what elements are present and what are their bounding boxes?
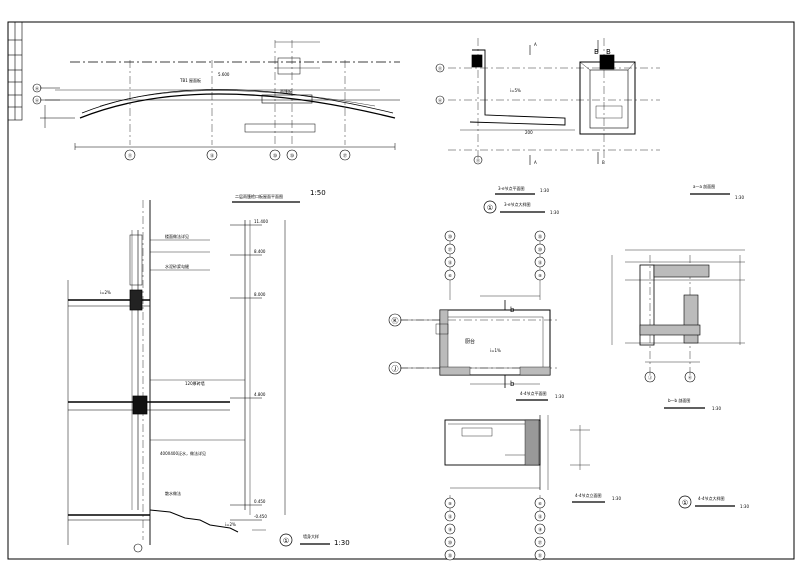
plan-top-axis-bubbles	[444, 230, 546, 281]
plan-cut-bottom: b	[510, 380, 515, 388]
elev-axis-l5: ㉟	[448, 552, 452, 558]
elev-axis-r4: ㉗	[538, 539, 542, 545]
plan-cut-top: b	[510, 306, 515, 314]
canopy-note-left: TB1 屋面板	[179, 77, 201, 83]
elev-axis-l2: ⑮	[448, 513, 452, 519]
elev-bottom-axis-bubbles	[444, 497, 546, 561]
plan-scale: 1:30	[555, 394, 564, 399]
section-b-label-2: B	[606, 48, 611, 56]
detail-3e-scale: 1:30	[550, 210, 559, 215]
elev-axis-r2: ⑮	[538, 513, 542, 519]
section-a-title: 3-e节点平面图	[498, 185, 524, 191]
canopy-axis-4: ⑳	[290, 152, 294, 158]
wall-detail-num: ①	[283, 537, 289, 545]
canopy-row-axis-1: Ⓗ	[35, 85, 39, 91]
plan-top-axis-r1: ㉟	[538, 233, 542, 239]
bb-detail-marker	[678, 495, 692, 509]
elev-axis-l1: ⑨	[448, 501, 452, 506]
detail-3e-num: ①	[487, 204, 493, 212]
section-a-row-axis-2: Ⓐ	[438, 97, 442, 103]
wall-section	[67, 200, 286, 553]
section-bb	[611, 249, 745, 383]
section-a-slope: i=5%	[510, 88, 521, 93]
elevation-4-4	[444, 415, 590, 520]
canopy-axis-3: ⑳	[273, 152, 277, 158]
plan-top-axis-l1: ㉚	[448, 233, 452, 239]
canopy-row-axis-2: Ⓐ	[35, 97, 39, 103]
plan-top-axis-l2: ㉗	[448, 246, 452, 252]
canopy-axis-bubbles	[124, 149, 351, 161]
wall-slope-1: i=2%	[100, 290, 111, 295]
plan-title: 4-4节点平面图	[520, 390, 547, 396]
wall-section-title: 墙身大样	[303, 533, 319, 539]
elev-axis-r3: ⑱	[538, 526, 542, 532]
wall-elevation-5: 0.450	[254, 499, 266, 504]
bb-detail-title: 4-4节点大样图	[698, 495, 725, 501]
detail-marker-3e	[483, 200, 497, 214]
wall-detail-marker	[279, 533, 293, 547]
plan-4-4	[388, 240, 560, 388]
section-a-label-1: A	[534, 42, 537, 47]
section-a-dim: 200	[525, 130, 533, 135]
section-b-label-3: B	[602, 160, 605, 165]
wall-note-5: 400X400泛水，做法详见	[160, 450, 206, 456]
plan-top-axis-r2: ㉚	[538, 246, 542, 252]
elev-axis-r5: ㉛	[538, 552, 542, 558]
wall-slope-2: i=2%	[225, 522, 236, 527]
bb-detail-scale: 1:30	[740, 504, 749, 509]
canopy-axis-2: ⑮	[210, 152, 214, 158]
plan-slope: i=1%	[490, 348, 501, 353]
section-b-label-1: B	[594, 48, 599, 56]
section-a-row-axis-3: ⑪	[476, 157, 480, 163]
section-ab	[435, 38, 660, 165]
wall-note-3: 120厚砖墙	[185, 380, 205, 386]
section-aa-title: a—a 剖面图	[693, 183, 715, 189]
wall-elevation-3: 8.000	[254, 292, 266, 297]
plan-top-axis-l3: ⑮	[448, 259, 452, 265]
canopy-plan	[32, 40, 400, 150]
wall-elevation-1: 11.400	[254, 219, 268, 224]
section-a-label-2: A	[534, 160, 537, 165]
plan-top-axis-r3: ⑮	[538, 259, 542, 265]
wall-elevation-6: -0.450	[254, 514, 267, 519]
plan-side-axis-j: Ⓙ	[392, 365, 399, 373]
bb-detail-num: ①	[682, 499, 688, 507]
section-a-row-axis-1: ⑪	[438, 65, 442, 71]
elev-title: 4-4节点立面图	[575, 492, 602, 498]
canopy-axis-5: ㉗	[343, 152, 347, 158]
wall-elevation-2: 8.400	[254, 249, 266, 254]
wall-section-scale: 1:30	[334, 539, 350, 547]
elev-axis-l4: ㉚	[448, 539, 452, 545]
wall-note-4: 散水做法	[165, 490, 181, 496]
canopy-elevation: 5.600	[218, 72, 230, 77]
canopy-note-mid: 雨篷板	[280, 88, 292, 94]
plan-room-label: 厨台	[465, 338, 475, 345]
sheet-border	[7, 21, 795, 560]
wall-note-1: 楼面做法详见	[165, 233, 189, 239]
elev-axis-r1: ⑥	[538, 501, 542, 506]
wall-note-2: 水泥砂浆勾缝	[165, 263, 189, 269]
section-a-scale: 1:30	[540, 188, 549, 193]
elev-axis-l3: ⑱	[448, 526, 452, 532]
bb-title: b—b 剖面图	[668, 397, 690, 403]
section-aa-scale: 1:30	[735, 195, 744, 200]
canopy-plan-scale: 1:50	[310, 189, 326, 197]
title-block	[7, 21, 23, 121]
elev-scale: 1:30	[612, 496, 621, 501]
plan-top-axis-l4: ⑥	[448, 273, 452, 278]
canopy-plan-title: 二层雨篷檐口板屋面平面图	[235, 193, 283, 199]
canopy-axis-1: ⑪	[128, 152, 132, 158]
detail-3e-title: 3-e节点大样图	[504, 201, 530, 207]
bb-scale: 1:30	[712, 406, 721, 411]
plan-top-axis-r4: ⑨	[538, 273, 542, 278]
plan-side-axis-k: Ⓚ	[392, 317, 399, 325]
wall-elevation-4: 4.800	[254, 392, 266, 397]
bb-axis-k: Ⓚ	[688, 374, 692, 380]
bb-axis-j: Ⓙ	[648, 374, 652, 380]
